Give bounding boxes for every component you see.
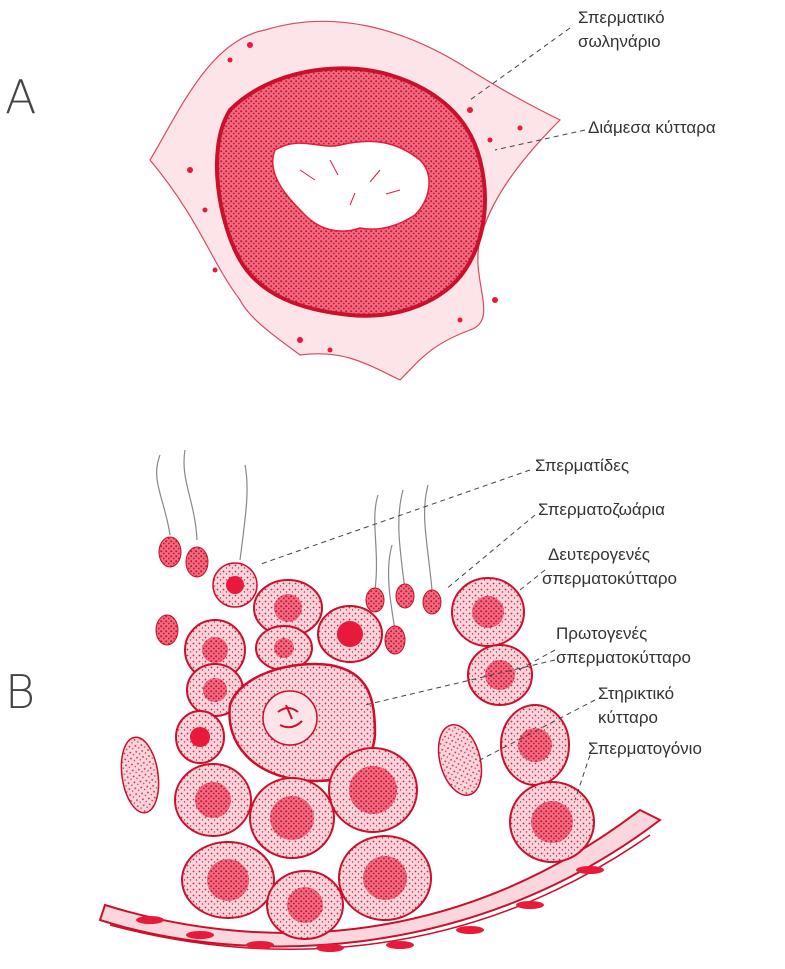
panel-a-letter: A — [5, 70, 36, 124]
label-primary-spermatocyte-line2: σπερματοκύτταρο — [556, 648, 691, 668]
label-interstitial-cells: Διάμεσα κύτταρα — [588, 118, 716, 138]
panel-a-illustration — [150, 21, 585, 380]
panel-b-letter: B — [5, 665, 35, 719]
label-sertoli-cell-line1: Στηρικτικό — [598, 684, 674, 704]
label-primary-spermatocyte-line1: Πρωτογενές — [556, 624, 647, 644]
cell-spermatid — [213, 563, 257, 607]
label-spermatozoa: Σπερματοζωάρια — [538, 500, 665, 520]
label-spermatogonium: Σπερματογόνιο — [588, 739, 702, 759]
label-sertoli-cell-line2: κύτταρο — [598, 708, 658, 728]
label-secondary-spermatocyte-line1: Δευτερογενές — [548, 545, 650, 565]
label-spermatids: Σπερματίδες — [535, 456, 629, 476]
label-tubule-line1: Σπερματικό — [578, 8, 665, 28]
cell-small-left — [176, 711, 224, 763]
label-secondary-spermatocyte-line2: σπερματοκύτταρο — [542, 569, 677, 589]
label-tubule-line2: σωληνάριο — [578, 32, 661, 52]
panel-b-illustration — [100, 450, 660, 952]
